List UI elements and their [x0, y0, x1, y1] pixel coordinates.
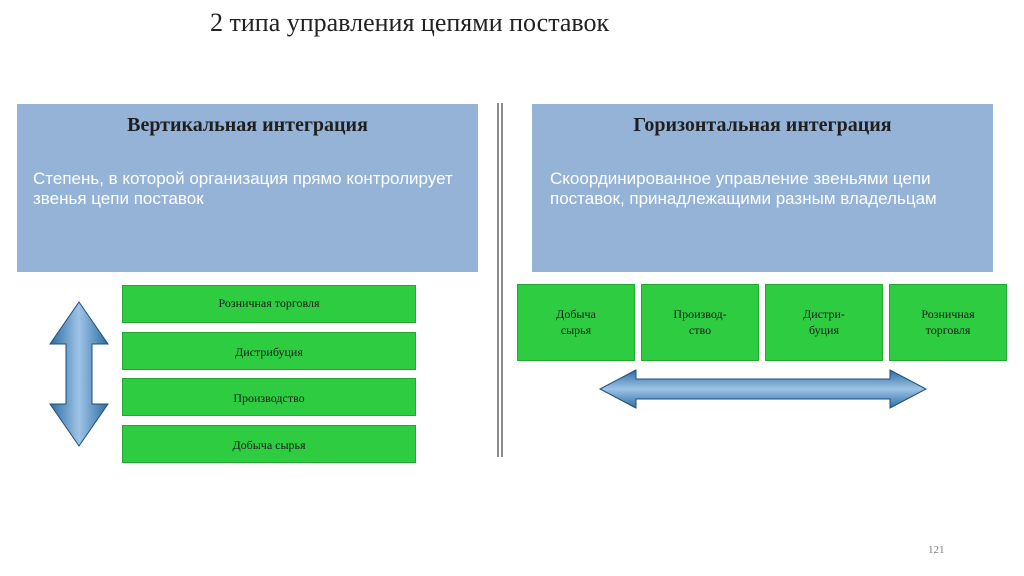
horizontal-link-label: сырья — [560, 323, 592, 337]
horizontal-link-label: Дистри- — [803, 307, 845, 321]
vertical-level-label: Добыча сырья — [232, 438, 306, 452]
horizontal-link-production: Производ- ство — [641, 284, 759, 361]
vertical-integration-panel: Вертикальная интеграция Степень, в котор… — [17, 104, 478, 272]
horizontal-link-label: буция — [808, 323, 839, 337]
horizontal-link-label: Производ- — [673, 307, 727, 321]
horizontal-link-label: Розничная — [921, 307, 975, 321]
vertical-level-label: Производство — [233, 391, 305, 405]
horizontal-link-retail: Розничная торговля — [889, 284, 1007, 361]
vertical-level-distribution: Дистрибуция — [122, 332, 416, 370]
vertical-level-production: Производство — [122, 378, 416, 416]
vertical-integration-heading: Вертикальная интеграция — [127, 114, 368, 136]
vertical-level-retail: Розничная торговля — [122, 285, 416, 323]
horizontal-link-raw-materials: Добыча сырья — [517, 284, 635, 361]
vertical-integration-description: Степень, в которой организация прямо кон… — [33, 169, 453, 208]
horizontal-integration-heading: Горизонтальная интеграция — [633, 114, 892, 136]
horizontal-integration-description: Скоординированное управление звеньями це… — [550, 169, 937, 208]
page-number: 121 — [928, 544, 945, 556]
horizontal-double-arrow-icon — [598, 369, 928, 409]
horizontal-link-label: торговля — [925, 323, 971, 337]
vertical-double-arrow-icon — [49, 301, 109, 447]
horizontal-link-label: Добыча — [556, 307, 596, 321]
horizontal-integration-panel: Горизонтальная интеграция Скоординирован… — [532, 104, 993, 272]
center-divider — [497, 103, 503, 457]
vertical-level-label: Розничная торговля — [218, 296, 320, 310]
vertical-level-raw-materials: Добыча сырья — [122, 425, 416, 463]
horizontal-link-label: ство — [688, 323, 712, 337]
vertical-level-label: Дистрибуция — [235, 345, 303, 359]
slide-title: 2 типа управления цепями поставок — [210, 8, 610, 37]
horizontal-link-distribution: Дистри- буция — [765, 284, 883, 361]
